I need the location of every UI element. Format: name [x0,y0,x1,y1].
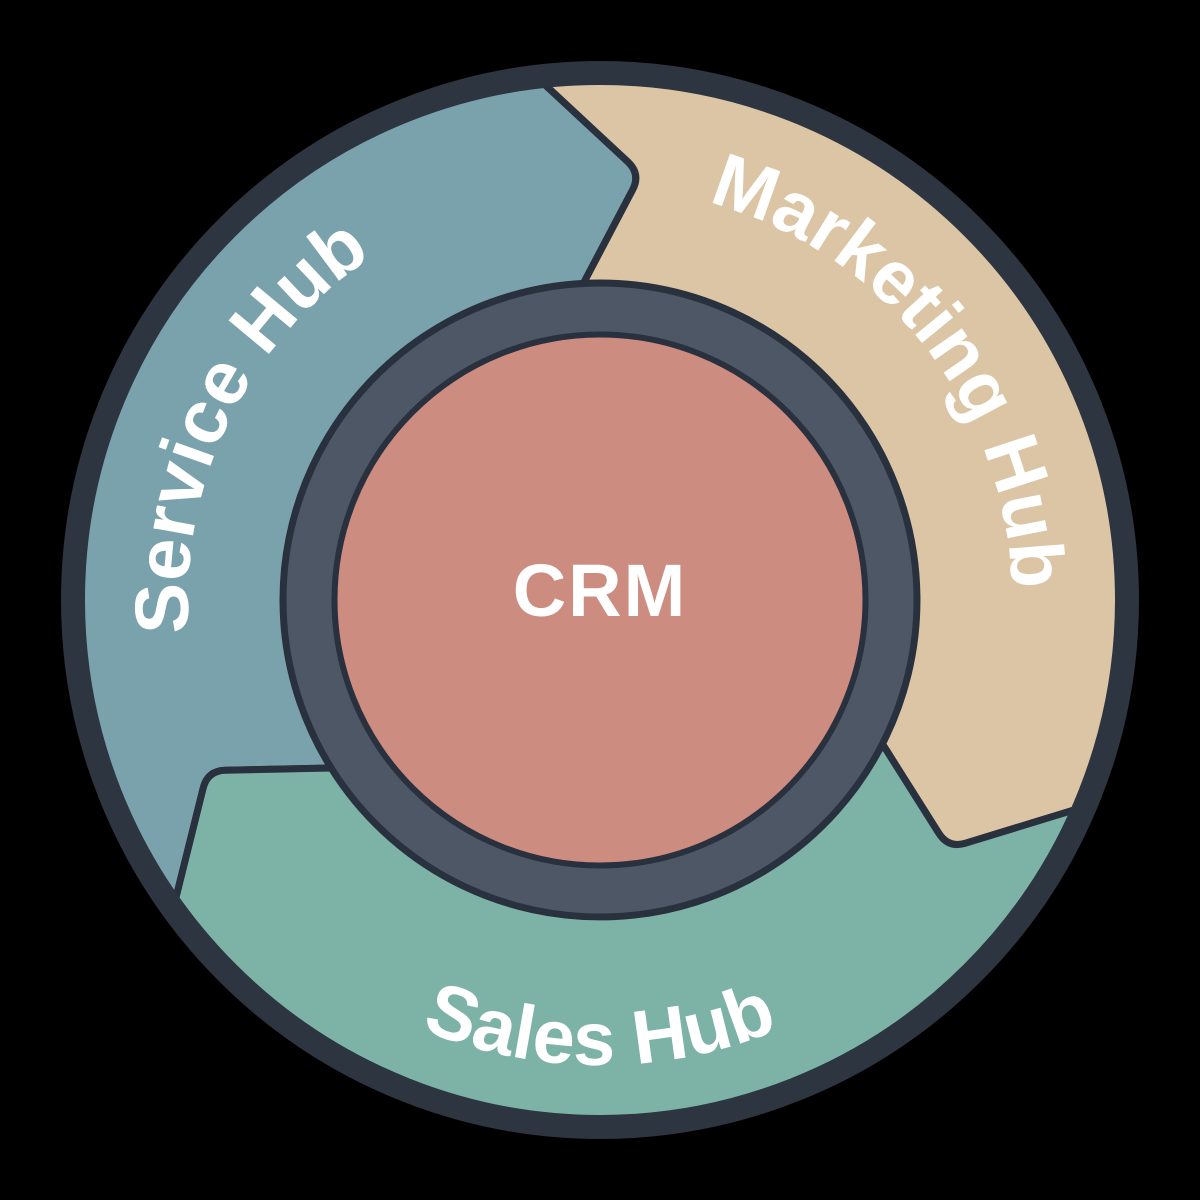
inner-ring-inner-edge [331,331,869,869]
outer-border-ring [61,61,1139,1139]
crm-label: CRM [513,549,688,632]
crm-core-circle [333,333,867,867]
inner-slate-ring [283,283,917,917]
inner-ring-outer-edge [280,280,920,920]
